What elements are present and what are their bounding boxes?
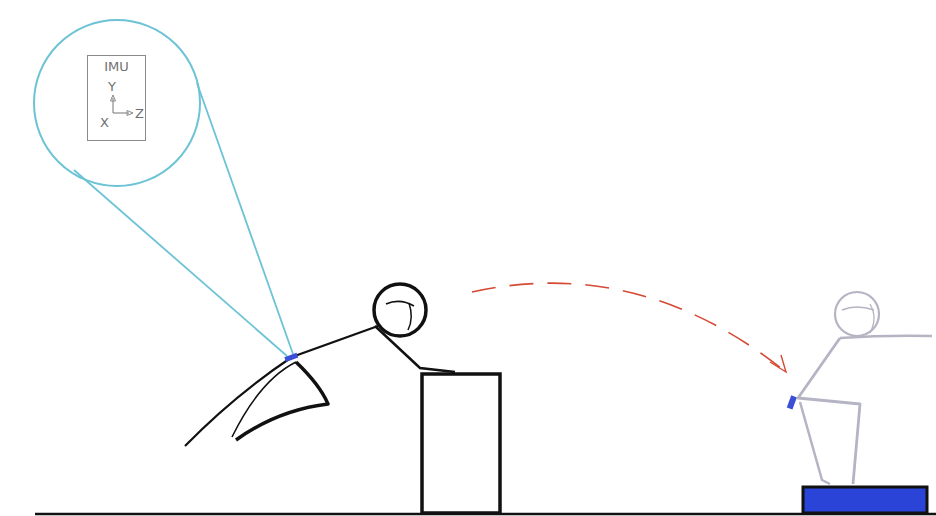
- head: [835, 292, 879, 336]
- body-line: [798, 338, 860, 484]
- leader-line: [197, 83, 293, 354]
- force-plate: [803, 487, 927, 513]
- y-axis: [112, 98, 113, 113]
- face-line: [842, 307, 874, 310]
- leg-line: [236, 362, 328, 440]
- leg-line: [800, 402, 830, 484]
- axis-arrowhead: [127, 111, 133, 116]
- arm-line: [840, 336, 932, 338]
- face-line: [870, 304, 874, 333]
- trajectory-arrowhead: [770, 355, 786, 372]
- imu-box: IMU: [87, 55, 146, 141]
- axis-label: X: [100, 116, 109, 129]
- arm-line: [375, 326, 455, 372]
- trajectory-arc: [472, 283, 786, 372]
- vault-box: [422, 374, 500, 513]
- leader-line: [74, 170, 287, 356]
- axis-arrowhead: [111, 95, 116, 101]
- imu-sensor: [787, 395, 797, 409]
- head: [374, 284, 426, 336]
- magnifier-circle: [34, 20, 200, 186]
- box-title: IMU: [88, 59, 145, 74]
- axis-label: Z: [135, 107, 144, 120]
- leg-line: [232, 362, 296, 437]
- back-line: [185, 326, 378, 446]
- imu-sensor: [284, 353, 298, 362]
- axis-label: Y: [108, 80, 116, 93]
- face-line: [408, 303, 411, 330]
